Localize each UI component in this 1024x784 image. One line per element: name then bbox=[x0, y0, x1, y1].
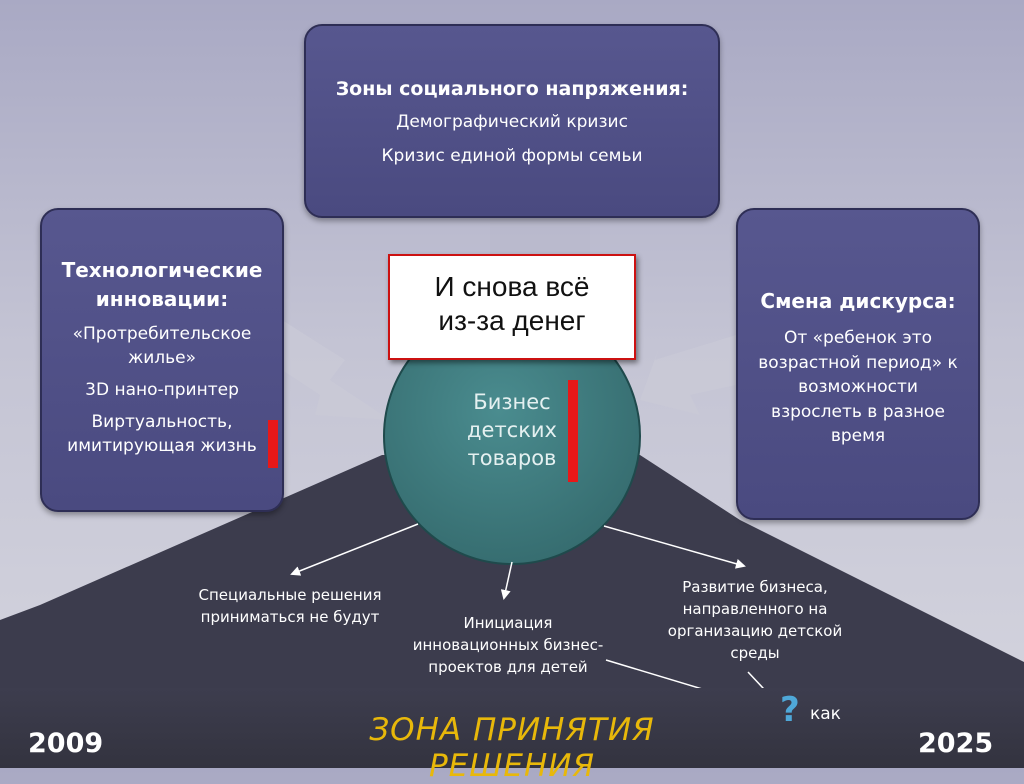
discourse-shift-item: возрастной период» к bbox=[758, 352, 958, 373]
callout-line: И снова всё bbox=[434, 271, 590, 302]
outcome-line: инновационных бизнес- bbox=[412, 636, 604, 654]
tech-innovation-title-line: инновации: bbox=[95, 287, 229, 311]
shadow-arrow-left bbox=[282, 320, 390, 420]
tech-innovation-item: 3D нано-принтер bbox=[85, 380, 239, 400]
outcome-business-development: Развитие бизнеса, направленного на орган… bbox=[650, 576, 860, 664]
center-circle-line: Бизнес bbox=[473, 390, 551, 414]
arrow-to-right-outcome bbox=[603, 525, 746, 569]
tech-innovation-item: имитирующая жизнь bbox=[67, 436, 257, 456]
tech-innovation-box: Технологические инновации: «Протребитель… bbox=[40, 208, 284, 512]
callout-line: из-за денег bbox=[438, 305, 586, 336]
discourse-shift-item: время bbox=[830, 426, 886, 446]
tech-innovation-item: жилье» bbox=[127, 348, 197, 368]
how-label: как bbox=[810, 704, 841, 724]
arrow-to-left-outcome bbox=[290, 523, 419, 576]
social-tension-box: Зоны социального напряжения: Демографиче… bbox=[304, 24, 720, 218]
discourse-shift-box: Смена дискурса: От «ребенок это возрастн… bbox=[736, 208, 980, 520]
decision-zone-label: ЗОНА ПРИНЯТИЯ РЕШЕНИЯ bbox=[369, 712, 655, 784]
year-end: 2025 bbox=[918, 728, 994, 759]
bottom-band bbox=[0, 688, 1024, 768]
tech-innovation-title: Технологические инновации: bbox=[50, 256, 274, 314]
discourse-shift-item: взрослеть в разное bbox=[771, 401, 945, 422]
center-circle-line: детских bbox=[467, 418, 557, 442]
social-tension-title: Зоны социального напряжения: bbox=[335, 78, 689, 100]
background-diagram bbox=[0, 215, 1024, 713]
social-tension-item: Демографический кризис bbox=[396, 112, 628, 132]
outcome-no-special-decisions: Специальные решения приниматься не будут bbox=[180, 584, 400, 628]
year-start: 2009 bbox=[28, 728, 104, 759]
center-red-marker bbox=[568, 380, 578, 482]
tech-innovation-title-line: Технологические bbox=[61, 258, 263, 282]
outcome-line: организацию детской bbox=[667, 622, 843, 640]
outcome-line: Развитие бизнеса, bbox=[682, 578, 828, 596]
outcome-line: Специальные решения bbox=[198, 586, 382, 604]
decision-pyramid bbox=[0, 455, 1024, 688]
discourse-shift-title: Смена дискурса: bbox=[760, 289, 956, 313]
outcome-line: проектов для детей bbox=[428, 658, 588, 676]
question-mark-icon: ? bbox=[780, 690, 800, 730]
outcome-line: направленного на bbox=[682, 600, 828, 618]
arrow-to-middle-outcome bbox=[500, 561, 513, 600]
discourse-shift-item: возможности bbox=[798, 377, 918, 397]
tech-innovation-item: «Протребительское bbox=[72, 324, 252, 344]
left-red-marker bbox=[268, 420, 278, 468]
discourse-shift-item: От «ребенок это bbox=[783, 328, 933, 348]
social-tension-item: Кризис единой формы семьи bbox=[381, 146, 643, 166]
money-callout: И снова всё из-за денег bbox=[388, 254, 636, 360]
center-circle-label: Бизнес детских товаров bbox=[440, 388, 584, 472]
center-circle-line: товаров bbox=[467, 446, 557, 470]
outcome-line: приниматься не будут bbox=[200, 608, 380, 626]
shadow-arrow-right bbox=[640, 335, 736, 415]
outcome-line: Инициация bbox=[463, 614, 553, 632]
outcome-line: среды bbox=[730, 644, 780, 662]
tech-innovation-item: Виртуальность, bbox=[91, 412, 233, 432]
outcome-innovation-projects: Инициация инновационных бизнес- проектов… bbox=[392, 612, 624, 678]
